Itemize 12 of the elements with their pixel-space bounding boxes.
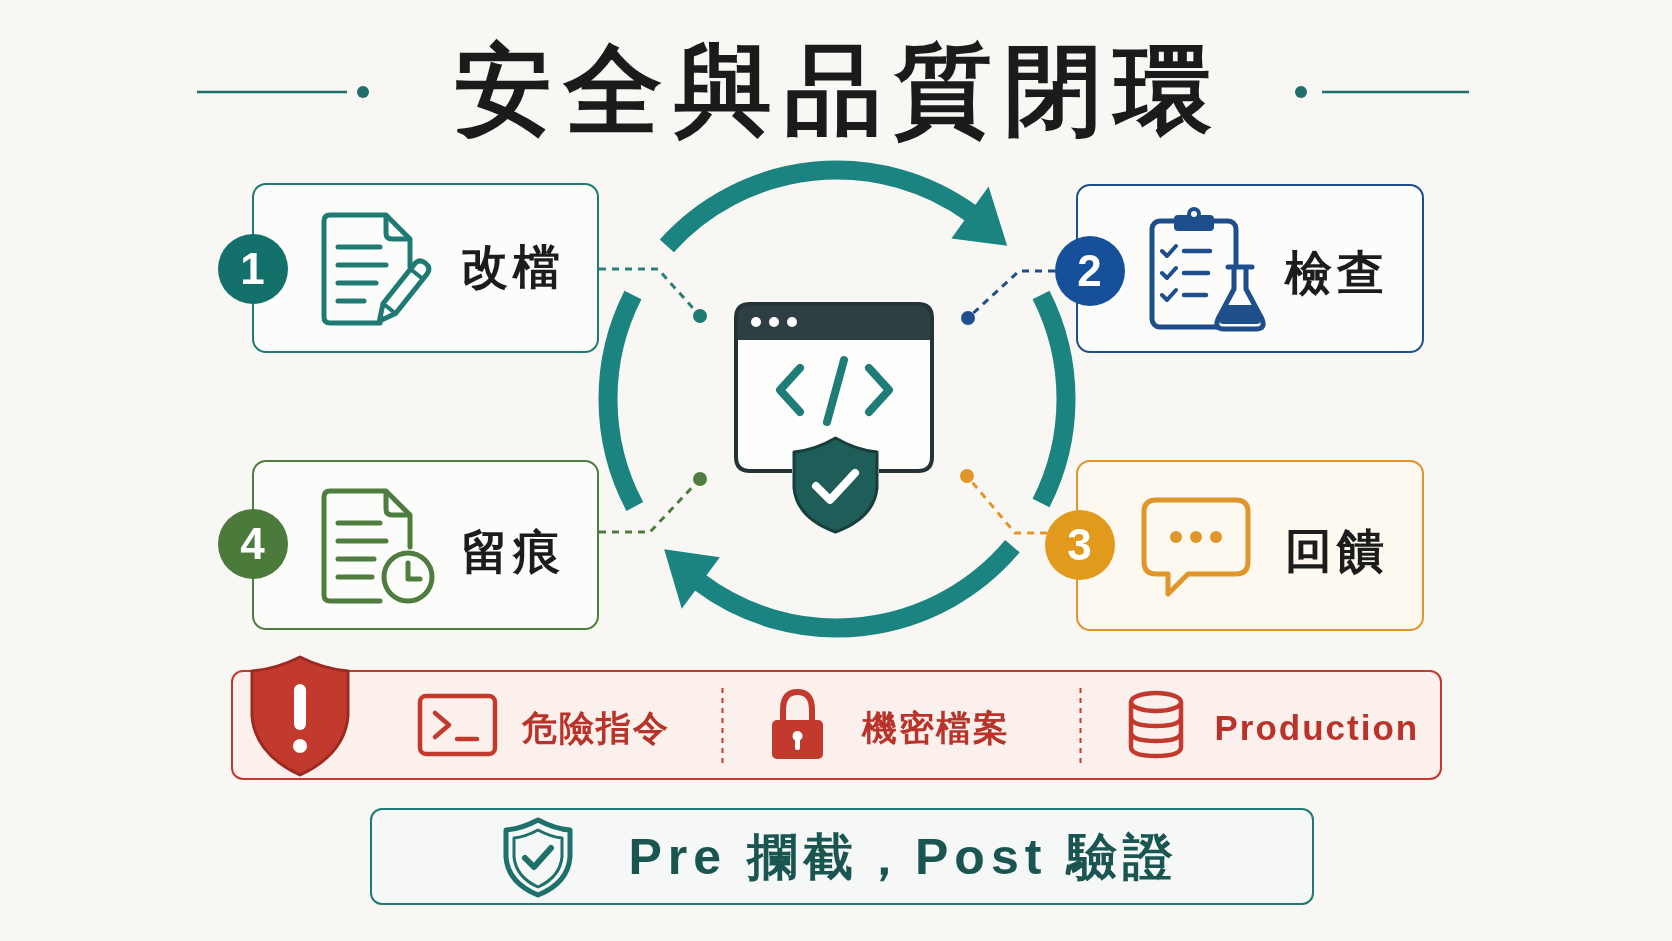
risk-label: Production — [1214, 707, 1420, 748]
step-label: 檢查 — [1284, 245, 1389, 300]
step-label: 留痕 — [460, 524, 565, 579]
risk-label: 機密檔案 — [861, 707, 1010, 748]
risk-label: 危險指令 — [521, 707, 670, 748]
diagram-title: 安全與品質閉環 — [454, 37, 1224, 145]
step-label: 回饋 — [1284, 523, 1389, 578]
motto-text: Pre 攔截，Post 驗證 — [628, 828, 1180, 887]
step-number: 4 — [217, 508, 288, 579]
step-number: 1 — [217, 233, 288, 304]
step-label: 改檔 — [460, 239, 565, 294]
motto-banner — [370, 808, 1314, 905]
